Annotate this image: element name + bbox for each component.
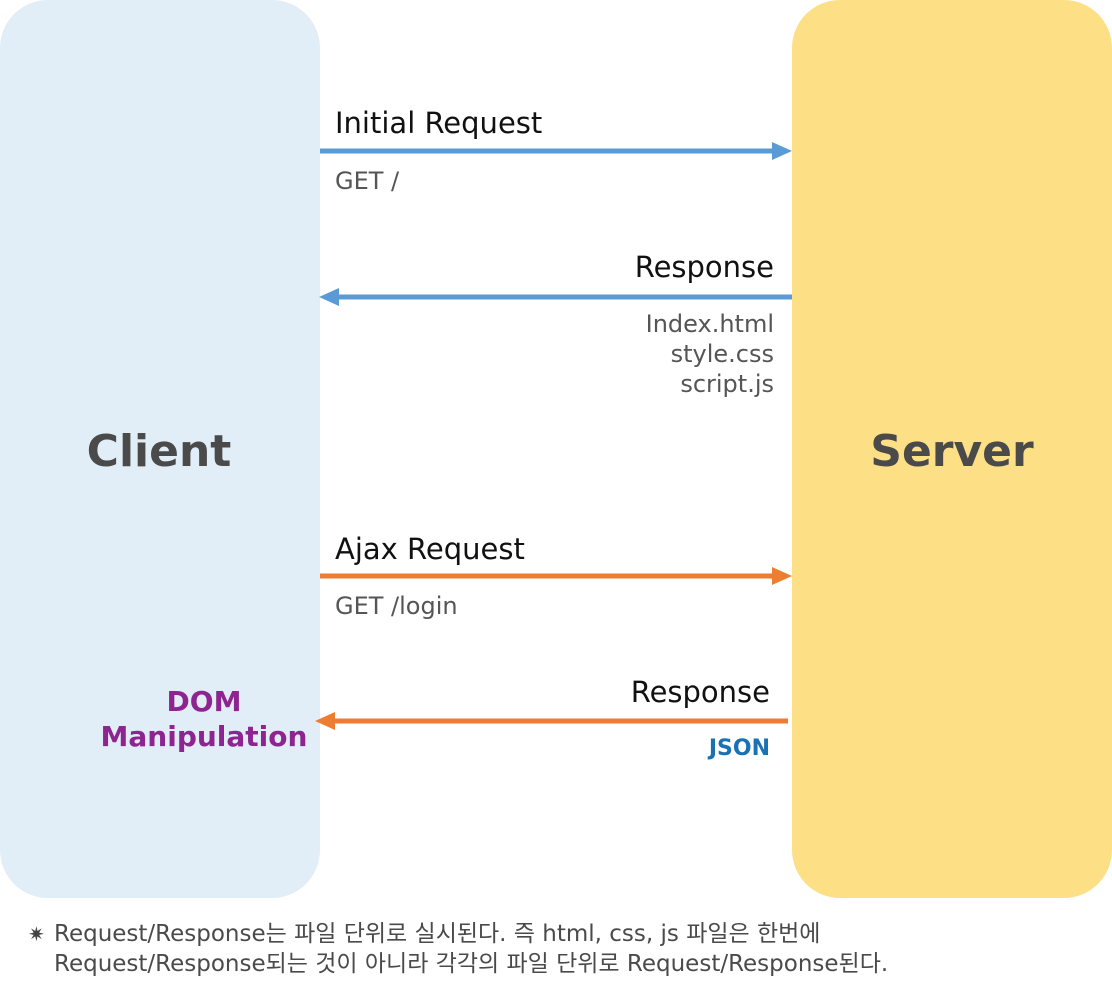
initial-response-arrow xyxy=(319,288,792,306)
response-file-script: script.js xyxy=(680,370,774,398)
ajax-response-label: Response xyxy=(630,675,770,709)
asterisk-icon: ✷ xyxy=(28,922,45,946)
ajax-request-arrow xyxy=(320,567,792,585)
footnote-line-1: Request/Response는 파일 단위로 실시된다. 즉 html, c… xyxy=(54,921,821,947)
client-label: Client xyxy=(86,426,232,477)
response-file-index: Index.html xyxy=(645,310,774,338)
dom-label-line1: DOM xyxy=(166,685,242,718)
client-box: Client xyxy=(0,0,320,898)
footnote: ✷ Request/Response는 파일 단위로 실시된다. 즉 html, … xyxy=(28,920,1098,980)
server-box: Server xyxy=(792,0,1112,898)
server-label: Server xyxy=(870,426,1034,477)
json-label: JSON xyxy=(708,736,770,761)
initial-request-arrow xyxy=(320,142,792,160)
ajax-request-label: Ajax Request xyxy=(335,532,525,566)
footnote-line-2: Request/Response되는 것이 아니라 각각의 파일 단위로 Req… xyxy=(54,950,889,977)
initial-request-label: Initial Request xyxy=(335,106,543,140)
ajax-request-detail: GET /login xyxy=(335,592,458,620)
dom-label-line2: Manipulation xyxy=(100,720,308,753)
initial-response-label: Response xyxy=(634,250,774,284)
ajax-response-arrow xyxy=(315,712,788,730)
initial-request-detail: GET / xyxy=(335,167,400,195)
dom-manipulation-label: DOM Manipulation xyxy=(96,684,312,754)
response-file-style: style.css xyxy=(670,340,774,368)
